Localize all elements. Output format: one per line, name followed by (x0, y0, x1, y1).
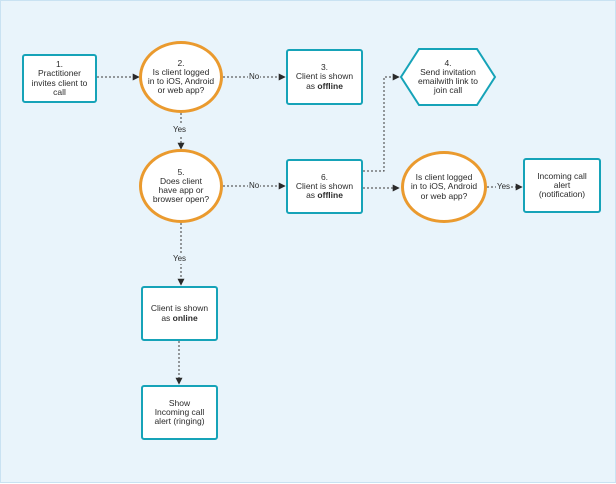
node-text-line: browser open? (152, 194, 210, 205)
node-text-line: as offline (302, 190, 347, 201)
node-text-line: Is client logged (415, 172, 473, 183)
node-number: 1. (55, 59, 64, 70)
node-text-line: Does client (159, 175, 203, 186)
node-text-line: as online (157, 312, 201, 323)
node-text-line: as offline (302, 80, 347, 91)
decision-logged-in: 2. Is client logged in to iOS, Android o… (139, 41, 223, 113)
node-number: 5. (177, 166, 185, 177)
status-online: online (172, 312, 198, 323)
edge-label-no: No (248, 181, 261, 191)
node-text-line: in to iOS, Android (410, 181, 478, 192)
node-send-invitation: 4. Send invitation emailwith link to joi… (399, 47, 497, 107)
node-text-line: alert (ringing) (154, 416, 205, 427)
node-text-line: Practitioner (38, 68, 81, 79)
node-text-line: have app or (158, 185, 204, 195)
node-text-line: or web app? (157, 85, 205, 96)
node-text-line: Client is shown (150, 303, 209, 314)
node-text-line: (notification) (538, 189, 586, 200)
node-text-line: invites client to (31, 77, 88, 88)
node-incoming-call-notification: Incoming call alert (notification) (523, 158, 601, 213)
edge-label-yes: Yes (172, 254, 188, 264)
node-client-offline: 3. Client is shown as offline (286, 49, 363, 105)
node-text-line: Client is shown (295, 180, 354, 191)
edge-label-yes: Yes (172, 125, 188, 135)
edge-label-yes: Yes (496, 182, 512, 192)
node-text-line: alert (553, 179, 571, 190)
node-text-line: join call (433, 85, 463, 96)
decision-logged-in: Is client logged in to iOS, Android or w… (401, 151, 487, 223)
node-text-line: in to iOS, Android (147, 76, 215, 86)
node-number: 4. (444, 57, 452, 68)
node-text-line: Send invitation (420, 66, 476, 77)
node-text-prefix: as (161, 312, 173, 323)
node-show-incoming-call: Show Incoming call alert (ringing) (141, 385, 218, 440)
node-text-prefix: as (306, 80, 318, 91)
node-number: 6. (320, 171, 329, 182)
node-text-line: Incoming call (154, 406, 205, 417)
status-offline: offline (317, 190, 343, 201)
node-practitioner-invites: 1. Practitioner invites client to call (22, 54, 97, 103)
node-text-line: Incoming call (537, 170, 587, 181)
node-text-line: Show (168, 397, 191, 408)
hexagon-shape (399, 48, 497, 106)
node-text-line: call (53, 86, 66, 97)
node-number: 2. (177, 57, 185, 68)
node-number: 3. (320, 62, 329, 73)
edge-n6-n4 (363, 73, 400, 172)
decision-app-open: 5. Does client have app or browser open? (139, 149, 223, 223)
status-offline: offline (317, 80, 343, 91)
node-text-line: Client is shown (295, 71, 354, 82)
edge-label-no: No (248, 72, 261, 82)
node-text-line: emailwith link to (418, 76, 478, 86)
node-client-offline: 6. Client is shown as offline (286, 159, 363, 214)
node-text-line: Is client logged (152, 66, 210, 77)
node-client-online: Client is shown as online (141, 286, 218, 341)
node-text-prefix: as (306, 190, 318, 201)
node-text-line: or web app? (420, 190, 468, 201)
